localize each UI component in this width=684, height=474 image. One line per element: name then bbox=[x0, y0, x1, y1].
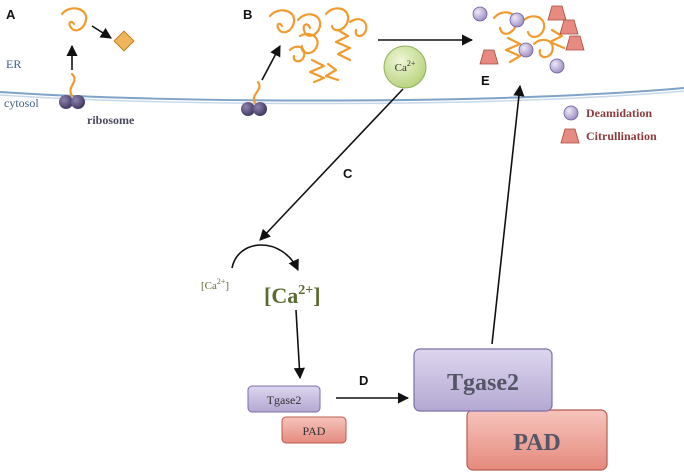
ribosome-b-left bbox=[241, 102, 255, 116]
small-enzymes: PAD Tgase2 bbox=[247, 385, 347, 444]
panel-label-e: E bbox=[481, 73, 490, 88]
er-membrane bbox=[0, 87, 684, 102]
pad-large-label: PAD bbox=[513, 430, 561, 456]
deamidation-marker bbox=[509, 12, 525, 28]
ribosome-a-right bbox=[71, 95, 85, 109]
cytosol-label: cytosol bbox=[4, 96, 39, 110]
arrow-b-up bbox=[261, 45, 281, 81]
ca-increase-arrow bbox=[231, 244, 299, 272]
modified-protein-cluster bbox=[472, 5, 585, 74]
ca-big-label: [Ca2+] bbox=[264, 283, 321, 308]
panel-a-group: ribosome bbox=[59, 7, 135, 127]
ca-er-label: Ca2+ bbox=[395, 59, 416, 74]
arrow-a-right bbox=[91, 25, 112, 39]
pad-small-label: PAD bbox=[303, 424, 326, 438]
legend-deamidation-label: Deamidation bbox=[586, 106, 652, 120]
large-enzymes: PAD Tgase2 bbox=[413, 348, 608, 471]
protein-cluster-b bbox=[268, 7, 368, 84]
ca-er-circle bbox=[383, 45, 427, 89]
nascent-chain-b bbox=[252, 80, 261, 105]
panel-b-group bbox=[241, 7, 474, 116]
citrullination-marker bbox=[547, 5, 567, 21]
tgase2-small-label: Tgase2 bbox=[267, 393, 302, 407]
tgase2-large-label: Tgase2 bbox=[447, 370, 519, 396]
er-label: ER bbox=[6, 57, 21, 71]
nascent-chain-a bbox=[69, 72, 76, 98]
panel-label-d: D bbox=[359, 373, 368, 388]
tgase2-large-box bbox=[413, 348, 553, 412]
legend-citrullination-label: Citrullination bbox=[586, 129, 657, 143]
legend: Deamidation Citrullination bbox=[560, 105, 657, 144]
ribosome-a-left bbox=[59, 95, 73, 109]
legend-citrullination-icon bbox=[560, 128, 580, 144]
ribosome-label: ribosome bbox=[87, 113, 135, 127]
panel-label-a: A bbox=[6, 7, 16, 22]
arrow-ca-to-enzymes bbox=[293, 309, 305, 380]
ca-er-group: Ca2+ bbox=[383, 45, 427, 89]
deamidation-marker bbox=[472, 6, 488, 22]
misfolded-diamond bbox=[113, 30, 135, 52]
panel-label-b: B bbox=[243, 7, 252, 22]
arrow-e bbox=[491, 84, 525, 345]
citrullination-marker bbox=[479, 49, 499, 65]
pad-small-box bbox=[281, 416, 347, 444]
panel-label-c: C bbox=[343, 166, 353, 181]
ca-small-label: [Ca2+] bbox=[201, 277, 229, 292]
folded-protein-a bbox=[60, 7, 88, 32]
legend-deamidation-icon bbox=[563, 105, 579, 121]
citrullination-marker bbox=[559, 19, 579, 35]
citrullination-marker bbox=[565, 35, 585, 51]
tgase2-small-box bbox=[247, 385, 321, 413]
arrow-c bbox=[259, 88, 404, 241]
deamidation-marker bbox=[518, 42, 534, 58]
deamidation-marker bbox=[549, 58, 565, 74]
ribosome-b-right bbox=[253, 102, 267, 116]
